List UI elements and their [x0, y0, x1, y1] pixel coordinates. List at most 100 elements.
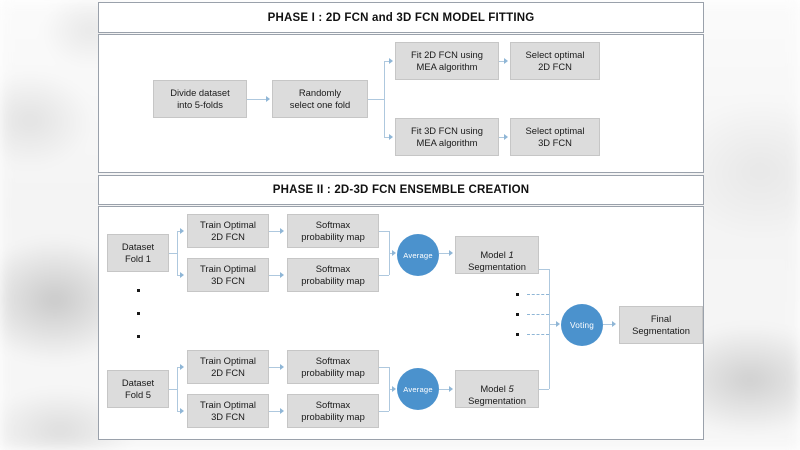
ellipsis-dot-left-3	[137, 335, 140, 338]
connector-train3d-to-softmax-top	[269, 275, 281, 276]
node-train-optimal-3d-top[interactable]: Train Optimal 3D FCN	[187, 258, 269, 292]
arrowhead-fold1-to-train2d	[180, 228, 184, 234]
model-1-line1: Model 1	[480, 249, 514, 260]
node-train-optimal-3d-bottom[interactable]: Train Optimal 3D FCN	[187, 394, 269, 428]
connector-fold5-to-train3d	[177, 411, 181, 412]
circle-voting[interactable]: Voting	[561, 304, 603, 346]
arrowhead-average-to-model1	[449, 250, 453, 256]
ellipsis-dot-left-1	[137, 289, 140, 292]
node-final-segmentation[interactable]: Final Segmentation	[619, 306, 703, 344]
node-train-optimal-2d-top[interactable]: Train Optimal 2D FCN	[187, 214, 269, 248]
circle-average-top[interactable]: Average	[397, 234, 439, 276]
model-1-line2: Segmentation	[468, 261, 526, 272]
connector-fold1-to-train2d	[177, 231, 181, 232]
connector-softmax3d-merge-bottom	[379, 411, 389, 412]
connector-select-out	[368, 99, 384, 100]
connector-bus-to-voting	[549, 324, 557, 325]
node-select-fold[interactable]: Randomly select one fold	[272, 80, 368, 118]
phase2-header: PHASE II : 2D-3D FCN ENSEMBLE CREATION	[98, 175, 704, 205]
connector-divide-to-select	[247, 99, 267, 100]
node-softmax-2d-top[interactable]: Softmax probability map	[287, 214, 379, 248]
arrowhead-split-to-2d	[389, 58, 393, 64]
arrowhead-train2d-to-softmax-top	[280, 228, 284, 234]
connector-train2d-to-softmax-top	[269, 231, 281, 232]
node-model-5-segmentation[interactable]: Model 5 Segmentation	[455, 370, 539, 408]
arrowhead-fit2d-to-opt2d	[504, 58, 508, 64]
phase1-header: PHASE I : 2D FCN and 3D FCN MODEL FITTIN…	[98, 2, 704, 33]
ellipsis-dot-models-3	[516, 333, 519, 336]
arrowhead-voting-to-final	[612, 321, 616, 327]
arrowhead-train2d-to-softmax-bottom	[280, 364, 284, 370]
arrowhead-fit3d-to-opt3d	[504, 134, 508, 140]
phase2-panel: Dataset Fold 1 Train Optimal 2D FCN Trai…	[98, 206, 704, 440]
node-select-optimal-2d[interactable]: Select optimal 2D FCN	[510, 42, 600, 80]
arrowhead-divide-to-select	[266, 96, 270, 102]
connector-softmax3d-merge-top	[379, 275, 389, 276]
connector-merge-to-average-top	[389, 253, 393, 254]
average-label-bottom: Average	[403, 384, 433, 394]
ellipsis-dot-models-1	[516, 293, 519, 296]
connector-train3d-to-softmax-bottom	[269, 411, 281, 412]
model-5-line2: Segmentation	[468, 395, 526, 406]
arrowhead-fold5-to-train3d	[180, 408, 184, 414]
phase1-stage: Divide dataset into 5-folds Randomly sel…	[99, 35, 703, 172]
arrowhead-train3d-to-softmax-bottom	[280, 408, 284, 414]
connector-merge-to-average-bottom	[389, 389, 393, 390]
connector-voting-to-final	[603, 324, 613, 325]
arrowhead-merge-to-average-top	[392, 250, 396, 256]
arrowhead-bus-to-voting	[556, 321, 560, 327]
ellipsis-dot-left-2	[137, 312, 140, 315]
connector-fold5-out	[169, 389, 177, 390]
connector-fold5-to-train2d	[177, 367, 181, 368]
circle-average-bottom[interactable]: Average	[397, 368, 439, 410]
arrowhead-merge-to-average-bottom	[392, 386, 396, 392]
connector-softmax2d-merge-top	[379, 231, 389, 232]
phase2-title: PHASE II : 2D-3D FCN ENSEMBLE CREATION	[272, 184, 530, 196]
connector-train2d-to-softmax-bottom	[269, 367, 281, 368]
connector-fold1-to-train3d	[177, 275, 181, 276]
connector-average-to-model1	[439, 253, 449, 254]
node-divide-dataset[interactable]: Divide dataset into 5-folds	[153, 80, 247, 118]
connector-voting-bus	[549, 269, 550, 389]
connector-average-to-model5	[439, 389, 449, 390]
node-softmax-3d-bottom[interactable]: Softmax probability map	[287, 394, 379, 428]
node-softmax-2d-bottom[interactable]: Softmax probability map	[287, 350, 379, 384]
arrowhead-fold1-to-train3d	[180, 272, 184, 278]
node-fit-3d-fcn[interactable]: Fit 3D FCN using MEA algorithm	[395, 118, 499, 156]
node-dataset-fold-1[interactable]: Dataset Fold 1	[107, 234, 169, 272]
average-label-top: Average	[403, 250, 433, 260]
arrowhead-train3d-to-softmax-top	[280, 272, 284, 278]
model-1-index: 1	[508, 249, 514, 260]
dashed-connector-models-2	[527, 314, 549, 315]
arrowhead-fold5-to-train2d	[180, 364, 184, 370]
model-5-line1: Model 5	[480, 383, 514, 394]
connector-split-vertical	[384, 61, 385, 137]
node-model-1-segmentation[interactable]: Model 1 Segmentation	[455, 236, 539, 274]
model-5-index: 5	[508, 383, 514, 394]
connector-split-to-2d	[384, 61, 390, 62]
connector-softmax2d-merge-bottom	[379, 367, 389, 368]
node-fit-2d-fcn[interactable]: Fit 2D FCN using MEA algorithm	[395, 42, 499, 80]
node-softmax-3d-top[interactable]: Softmax probability map	[287, 258, 379, 292]
connector-fold1-out	[169, 253, 177, 254]
connector-fit2d-to-opt2d	[499, 61, 505, 62]
dashed-connector-models-3	[527, 334, 549, 335]
connector-fold5-split	[177, 367, 178, 411]
node-train-optimal-2d-bottom[interactable]: Train Optimal 2D FCN	[187, 350, 269, 384]
phase2-stage: Dataset Fold 1 Train Optimal 2D FCN Trai…	[99, 207, 703, 439]
voting-label: Voting	[570, 320, 594, 330]
connector-fold1-split	[177, 231, 178, 275]
connector-split-to-3d	[384, 137, 390, 138]
slide-diagram: PHASE I : 2D FCN and 3D FCN MODEL FITTIN…	[98, 1, 704, 441]
node-dataset-fold-5[interactable]: Dataset Fold 5	[107, 370, 169, 408]
dashed-connector-models-1	[527, 294, 549, 295]
connector-model1-to-bus	[539, 269, 549, 270]
arrowhead-average-to-model5	[449, 386, 453, 392]
phase1-title: PHASE I : 2D FCN and 3D FCN MODEL FITTIN…	[267, 11, 535, 24]
phase1-panel: Divide dataset into 5-folds Randomly sel…	[98, 34, 704, 173]
arrowhead-split-to-3d	[389, 134, 393, 140]
ellipsis-dot-models-2	[516, 313, 519, 316]
node-select-optimal-3d[interactable]: Select optimal 3D FCN	[510, 118, 600, 156]
connector-fit3d-to-opt3d	[499, 137, 505, 138]
connector-model5-to-bus	[539, 389, 549, 390]
